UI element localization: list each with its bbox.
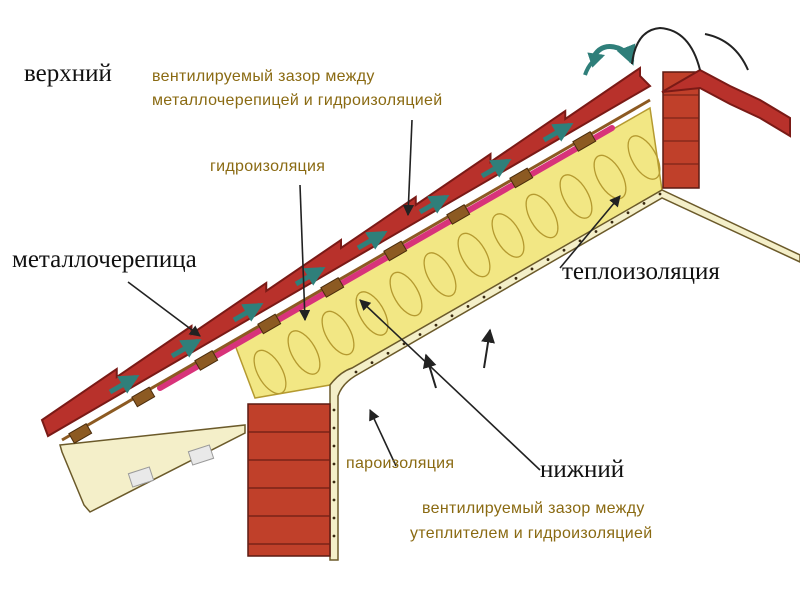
insulation-fiber [627,135,661,180]
batten [509,167,534,189]
batten [131,386,156,408]
ridge-cap-outline [631,26,701,71]
pointer-arrow-icon [402,119,415,217]
label-thermal-insulation: теплоизоляция [562,258,720,285]
pointer-arrow-icon [299,184,311,322]
stitch-dot [418,333,422,336]
soffit-board [59,424,246,513]
label-upper-desc-2: металлочерепицей и гидроизоляцией [152,92,443,109]
vent-arrow-icon [418,194,450,215]
insulation-fiber [321,310,355,356]
insulation-fiber [287,330,321,375]
opposite-roof-tiles [661,68,791,138]
insulation-fiber-pattern [253,135,661,395]
ridge-vent-icon [589,43,636,66]
batten [68,422,93,444]
pointer-arrow-icon [369,408,397,467]
vent-arrow-icon [232,302,264,323]
vent-arrow-icon [356,230,388,251]
insulation-fiber [355,291,389,336]
stitch-dot [332,498,336,502]
label-upper-desc-1: вентилируемый зазор между [152,68,375,85]
ridge-cap-outline [704,33,749,71]
attic-airflow-icon [422,353,437,389]
stitch-dot [332,426,336,430]
label-lower-title: нижний [540,456,625,483]
vent-arrow-icon [170,338,202,359]
stitch-dot [466,305,470,308]
ridge-vent-icon [583,52,606,76]
batten [194,349,219,371]
stitch-dot [514,276,518,280]
stitch-dot [386,351,390,355]
stitch-dot [332,444,336,448]
stitch-dot [642,201,646,205]
batten [383,240,408,262]
stitch-dot [332,534,336,538]
stitch-dot [332,408,336,412]
stitch-dot [562,248,566,252]
insulation-fiber [253,349,287,395]
leader-lines [127,119,621,471]
label-lower-desc-1: вентилируемый зазор между [422,500,645,517]
thermal-insulation-layer [234,106,663,399]
stitch-dot [332,516,336,520]
pointer-arrow-icon [359,299,541,471]
counter-batten [61,98,651,442]
stitch-dot [450,314,454,318]
attic-airflow-icon [481,328,495,369]
stitch-dot [332,480,336,484]
soffit-vent-grille [127,466,155,488]
insulation-fiber [525,193,559,239]
vapor-barrier-board [329,189,800,561]
vapor-barrier-stitching [332,192,662,538]
vent-arrow-icon [294,266,326,287]
batten [446,203,471,225]
batten [257,313,282,335]
label-vapor-barrier: пароизоляция [346,455,455,472]
stitch-dot [530,267,534,271]
roof-battens [68,130,597,444]
waterproofing-membrane [157,125,615,391]
ventilation-airflow [108,122,574,395]
soffit-vent-grille [187,444,215,466]
label-upper-title: верхний [24,60,112,87]
stitch-dot [658,192,662,196]
insulation-fiber [593,154,627,200]
vent-arrow-icon [480,158,512,179]
insulation-fiber [389,271,423,317]
stitch-dot [610,220,614,224]
stitch-dot [578,239,582,243]
stitch-dot [354,370,358,374]
insulation-fiber [457,232,491,278]
stitch-dot [434,323,438,327]
stitch-dot [626,211,630,215]
stitch-dot [370,361,374,365]
vent-arrow-icon [108,374,140,395]
stitch-dot [594,230,598,233]
stitch-dot [332,462,336,466]
insulation-fiber [491,213,525,258]
label-waterproofing: гидроизоляция [210,158,326,175]
gable-brick-lines [663,94,699,165]
label-metal-tile: металлочерепица [12,246,197,273]
stitch-dot [546,258,550,261]
insulation-fiber [559,174,593,219]
stitch-dot [482,295,486,299]
insulation-fiber [423,252,457,297]
vent-arrow-icon [542,122,574,143]
batten [320,276,345,298]
stitch-dot [498,286,502,290]
pointer-arrow-icon [127,281,201,337]
label-lower-desc-2: утеплителем и гидроизоляцией [410,525,653,542]
pointer-arrow-icon [559,195,621,269]
batten [572,130,597,152]
brick-wall [247,403,331,557]
brick-wall-lines [248,431,330,545]
